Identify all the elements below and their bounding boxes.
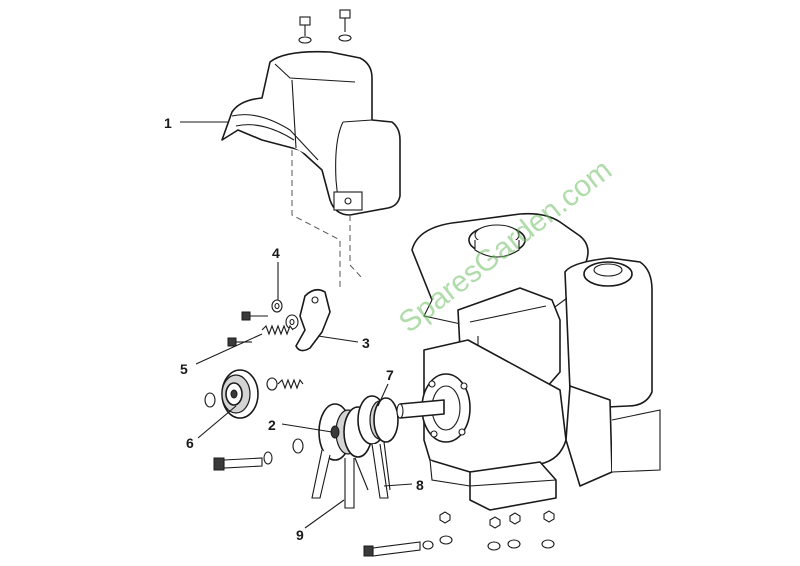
engine-pulley [357, 395, 399, 445]
engine-mount-bolt [363, 540, 434, 557]
idler-pulley [221, 369, 259, 419]
cover-bolt-left [298, 16, 312, 44]
callout-3: 3 [362, 335, 370, 351]
bolt-lower [227, 337, 252, 347]
callout-4: 4 [272, 245, 280, 261]
engine-assembly [396, 212, 661, 511]
callout-8: 8 [416, 477, 424, 493]
callout-1: 1 [164, 115, 172, 131]
drive-belt-9 [311, 449, 369, 509]
leader-lines [180, 121, 413, 529]
mount-nuts-and-washers [439, 510, 555, 551]
bolt-upper [241, 311, 268, 321]
washer-4 [271, 299, 283, 313]
idler-washer [204, 392, 216, 408]
belt-guard-cover [221, 9, 401, 216]
washer-small [285, 314, 299, 330]
pulley-bolt [213, 438, 304, 471]
tension-spring-lower [277, 378, 304, 390]
callout-2: 2 [268, 417, 276, 433]
cover-bolt-right [338, 9, 352, 42]
tension-spring-upper [261, 324, 294, 336]
drive-belt-8 [371, 441, 391, 499]
tensioner-bracket [295, 288, 331, 352]
callout-6: 6 [186, 435, 194, 451]
callout-7: 7 [386, 367, 394, 383]
callout-9: 9 [296, 527, 304, 543]
washer-lower [266, 377, 278, 391]
callout-5: 5 [180, 361, 188, 377]
